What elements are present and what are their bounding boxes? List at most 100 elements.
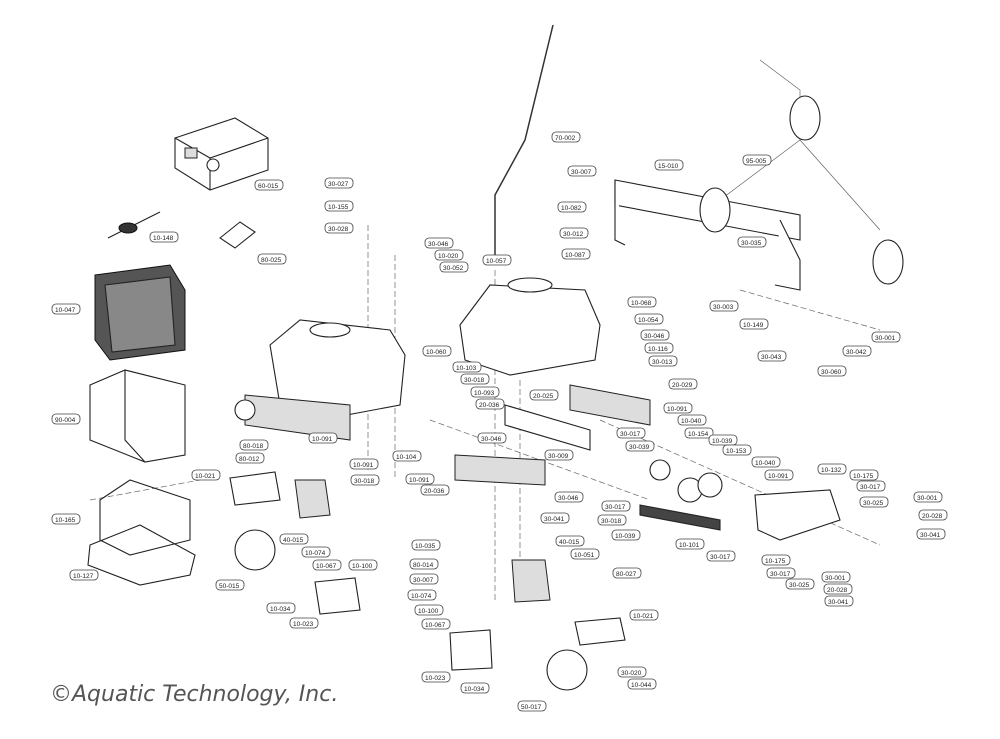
part-label: 70-002 xyxy=(551,131,581,143)
part-label: 30-046 xyxy=(477,432,507,444)
part-label-box xyxy=(324,222,354,234)
part-label: 10-116 xyxy=(644,342,674,354)
part-label: 10-100 xyxy=(414,604,444,616)
part-label-box xyxy=(677,414,707,426)
part-label: 50-017 xyxy=(517,700,547,712)
part-label-box xyxy=(460,682,490,694)
part-label: 10-040 xyxy=(751,456,781,468)
part-label-text: 70-002 xyxy=(555,135,576,142)
part-label: 10-047 xyxy=(51,303,81,315)
part-label: 10-034 xyxy=(460,682,490,694)
part-label-box xyxy=(477,432,507,444)
part-label-box xyxy=(551,131,581,143)
part-label: 30-017 xyxy=(601,500,631,512)
part-label-text: 30-018 xyxy=(464,377,485,384)
part-label: 80-012 xyxy=(235,452,265,464)
part-label-text: 30-041 xyxy=(544,516,565,523)
part-label-box xyxy=(308,432,338,444)
part-label: 30-041 xyxy=(540,512,570,524)
part-label: 10-091 xyxy=(764,469,794,481)
part-label-box xyxy=(482,254,512,266)
part-label: 20-036 xyxy=(420,484,450,496)
part-label-text: 10-091 xyxy=(768,473,789,480)
part-label: 10-040 xyxy=(677,414,707,426)
part-label-text: 80-025 xyxy=(261,257,282,264)
part-label-text: 30-025 xyxy=(789,582,810,589)
part-label: 40-015 xyxy=(279,533,309,545)
part-label: 30-027 xyxy=(324,177,354,189)
part-label-box xyxy=(913,491,943,503)
part-labels: 60-01510-14880-02510-04790-00410-16510-1… xyxy=(51,131,948,712)
part-label: 20-025 xyxy=(529,389,559,401)
part-label-box xyxy=(452,361,482,373)
part-label-text: 30-018 xyxy=(601,518,622,525)
robot-body-left xyxy=(234,319,406,441)
part-label: 30-018 xyxy=(460,373,490,385)
part-label-text: 30-017 xyxy=(770,571,791,578)
part-label: 10-127 xyxy=(69,569,99,581)
part-label-box xyxy=(517,700,547,712)
floats xyxy=(699,59,904,285)
part-label: 10-067 xyxy=(312,559,342,571)
part-label-box xyxy=(348,559,378,571)
part-label-box xyxy=(439,261,469,273)
part-label-text: 30-017 xyxy=(860,484,881,491)
pcb-boards xyxy=(229,471,626,671)
part-label-box xyxy=(634,313,664,325)
part-label-box xyxy=(149,231,179,243)
part-label: 20-036 xyxy=(475,398,505,410)
part-label-box xyxy=(421,618,451,630)
part-label-box xyxy=(392,450,422,462)
part-label-box xyxy=(257,253,287,265)
part-label-box xyxy=(350,474,380,486)
part-label: 80-025 xyxy=(257,253,287,265)
part-label-text: 10-054 xyxy=(638,317,659,324)
part-label: 10-149 xyxy=(739,318,769,330)
part-label: 10-155 xyxy=(324,200,354,212)
part-label: 10-021 xyxy=(629,609,659,621)
part-label-text: 30-035 xyxy=(741,240,762,247)
part-label-box xyxy=(766,567,796,579)
part-label-text: 50-017 xyxy=(521,704,542,711)
part-label-text: 10-091 xyxy=(353,462,374,469)
part-label-text: 10-023 xyxy=(425,675,446,682)
part-label-text: 30-001 xyxy=(917,495,938,502)
part-label-box xyxy=(421,671,451,683)
part-label: 15-010 xyxy=(654,159,684,171)
brushes xyxy=(454,384,651,486)
part-label-text: 10-047 xyxy=(55,307,76,314)
part-label-text: 10-153 xyxy=(726,448,747,455)
part-label: 30-046 xyxy=(554,491,584,503)
part-label: 80-027 xyxy=(612,567,642,579)
part-label-text: 10-132 xyxy=(821,467,842,474)
part-label-box xyxy=(708,434,738,446)
part-label: 30-017 xyxy=(856,480,886,492)
part-label: 30-013 xyxy=(648,355,678,367)
part-label-box xyxy=(823,583,853,595)
part-label: 50-015 xyxy=(215,579,245,591)
part-label: 30-042 xyxy=(842,345,872,357)
part-label-box xyxy=(434,249,464,261)
part-label-text: 30-009 xyxy=(548,453,569,460)
part-label-box xyxy=(235,452,265,464)
part-label: 10-148 xyxy=(149,231,179,243)
part-label: 10-074 xyxy=(301,546,331,558)
part-label-text: 30-060 xyxy=(821,369,842,376)
part-label-text: 10-103 xyxy=(456,365,477,372)
part-label-box xyxy=(842,345,872,357)
part-label-box xyxy=(51,303,81,315)
part-label-box xyxy=(856,480,886,492)
part-label: 10-060 xyxy=(422,345,452,357)
part-label-box xyxy=(859,496,889,508)
part-label-text: 10-039 xyxy=(712,438,733,445)
part-label-box xyxy=(301,546,331,558)
part-label-box xyxy=(544,449,574,461)
part-label-box xyxy=(629,609,659,621)
part-label-box xyxy=(424,237,454,249)
part-label-text: 90-004 xyxy=(55,417,76,424)
part-label: 30-020 xyxy=(617,666,647,678)
part-label-box xyxy=(414,604,444,616)
part-label: 10-104 xyxy=(392,450,422,462)
part-label-box xyxy=(654,159,684,171)
part-label-box xyxy=(627,678,657,690)
